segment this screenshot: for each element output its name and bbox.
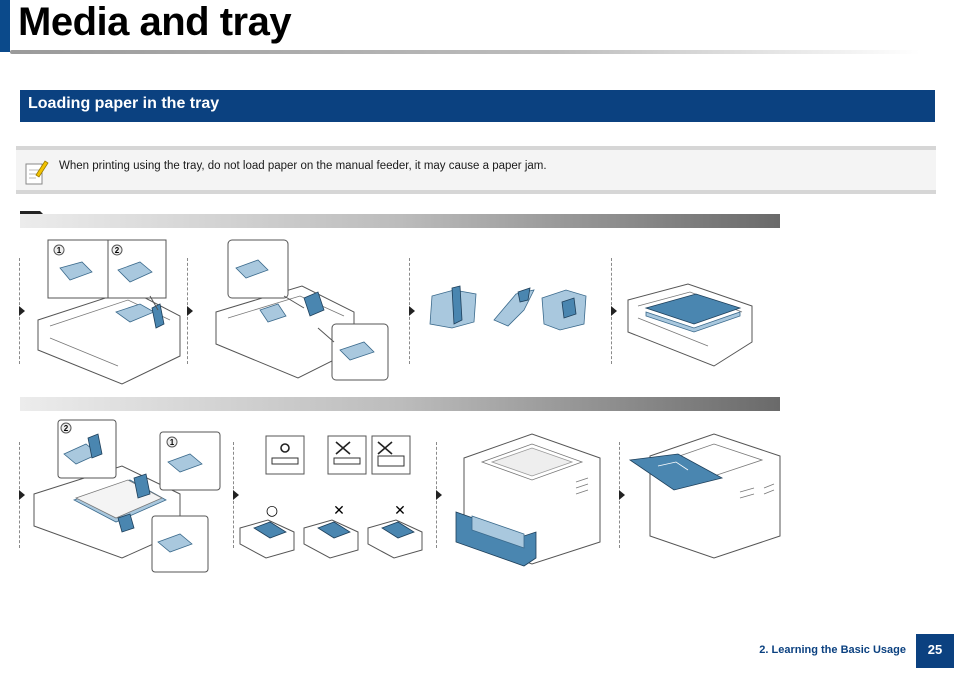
step-bar-row1 bbox=[20, 214, 780, 228]
note-pencil-icon bbox=[25, 160, 49, 185]
page-number: 25 bbox=[916, 634, 954, 668]
illustration-row1-step2 bbox=[215, 239, 389, 381]
illustration-row2-step4 bbox=[628, 433, 781, 559]
title-rule bbox=[10, 50, 920, 54]
callout-1-label: 1 bbox=[170, 438, 175, 447]
callout-1-label: 1 bbox=[57, 246, 62, 255]
correct-mark: ○ bbox=[266, 503, 278, 519]
callout-2-label: 2 bbox=[64, 424, 69, 433]
incorrect-mark: ✕ bbox=[394, 503, 406, 519]
step-arrow-icon bbox=[611, 306, 617, 316]
step-arrow-icon bbox=[619, 490, 625, 500]
footer-chapter: 2. Learning the Basic Usage bbox=[759, 644, 906, 656]
illustration-row1-step1: 1 2 bbox=[37, 239, 181, 385]
illustration-row2-step2: ○ ✕ ✕ bbox=[239, 435, 423, 559]
step-arrow-icon bbox=[19, 490, 25, 500]
illustration-row2-step1: 2 1 bbox=[33, 419, 221, 573]
step-arrow-icon bbox=[436, 490, 442, 500]
illustration-row1-step3 bbox=[429, 285, 587, 331]
note-text: When printing using the tray, do not loa… bbox=[59, 160, 547, 172]
page-title: Media and tray bbox=[18, 0, 292, 44]
step-bar-row2 bbox=[20, 397, 780, 411]
section-heading: Loading paper in the tray bbox=[28, 95, 220, 112]
step-arrow-icon bbox=[19, 306, 25, 316]
illustration-row2-step3 bbox=[455, 433, 601, 567]
incorrect-mark: ✕ bbox=[333, 503, 345, 519]
section-header: Loading paper in the tray bbox=[20, 90, 935, 122]
step-arrow-icon bbox=[187, 306, 193, 316]
step-arrow-icon bbox=[233, 490, 239, 500]
illustration-row1-step4 bbox=[627, 283, 753, 367]
step-arrow-icon bbox=[409, 306, 415, 316]
callout-2-label: 2 bbox=[115, 246, 120, 255]
note-box: When printing using the tray, do not loa… bbox=[16, 146, 936, 194]
title-accent-bar bbox=[0, 0, 10, 52]
